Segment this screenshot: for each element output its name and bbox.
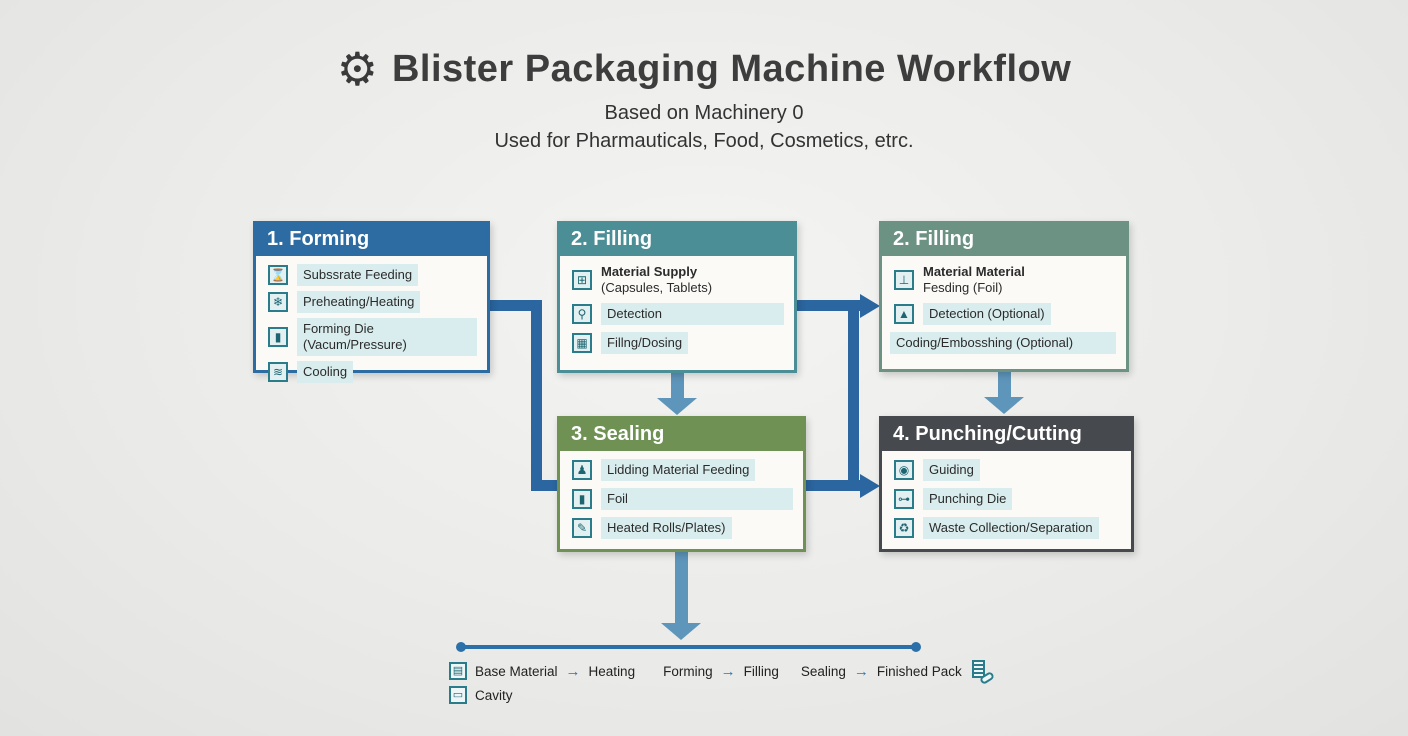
item-label: Waste Collection/Separation	[923, 517, 1099, 539]
timeline-row-1: ▤ Base Material → Heating Forming → Fill…	[449, 660, 995, 686]
forming-die-icon: ▮	[268, 327, 288, 347]
box-filling: 2. Filling ⊞ Material Supply(Capsules, T…	[557, 221, 797, 373]
connector-sealing-to-punching	[806, 480, 861, 491]
heated-rolls-icon: ✎	[572, 518, 592, 538]
box-forming-header: 1. Forming	[255, 223, 488, 256]
item-label: Foil	[601, 488, 793, 510]
punching-die-icon: ⊶	[894, 489, 914, 509]
box-sealing: 3. Sealing ♟ Lidding Material Feeding ▮ …	[557, 416, 806, 552]
title-block: ⚙ Blister Packaging Machine Workflow	[0, 46, 1408, 92]
connector-forming-down	[531, 300, 542, 491]
connector-filling-to-filling2	[797, 300, 861, 311]
item-waste-collection: ♻ Waste Collection/Separation	[894, 517, 1121, 539]
arrow-filling-to-sealing-head	[657, 398, 697, 415]
page-title: Blister Packaging Machine Workflow	[391, 47, 1072, 90]
arrow-right-icon: →	[565, 662, 581, 680]
arrow-filling-to-sealing-shaft	[671, 373, 684, 399]
box-punching: 4. Punching/Cutting ◉ Guiding ⊶ Punching…	[879, 416, 1134, 552]
timeline-label-heating: Heating	[588, 663, 636, 679]
connector-forming-right	[490, 300, 542, 311]
finished-pack-icon	[970, 660, 995, 686]
timeline-dot-left	[456, 642, 466, 652]
substrate-roll-icon: ⌛	[268, 265, 288, 285]
item-material-supply: ⊞ Material Supply(Capsules, Tablets)	[572, 264, 784, 296]
item-label: Guiding	[923, 459, 980, 481]
item-label: Preheating/Heating	[297, 291, 421, 313]
item-heated-rolls: ✎ Heated Rolls/Plates)	[572, 517, 793, 539]
heating-icon: ❄	[268, 292, 288, 312]
detection-optional-icon: ▲	[894, 304, 914, 324]
arrowhead-into-punching	[860, 474, 880, 498]
item-preheating: ❄ Preheating/Heating	[268, 291, 477, 313]
timeline-label-filling: Filling	[743, 663, 779, 679]
timeline-label-cavity: Cavity	[475, 687, 513, 703]
item-guiding: ◉ Guiding	[894, 459, 1121, 481]
gear-icon: ⚙	[336, 43, 378, 95]
arrow-right-icon: →	[853, 662, 869, 680]
item-label: Detection (Optional)	[923, 303, 1051, 325]
timeline-dot-right	[911, 642, 921, 652]
subtitle-usage: Used for Pharmauticals, Food, Cosmetics,…	[494, 130, 914, 152]
subtitle-machinery: Based on Machinery 0	[604, 102, 804, 124]
item-foil: ▮ Foil	[572, 488, 793, 510]
item-label: Punching Die	[923, 488, 1013, 510]
connector-branch-down	[848, 300, 859, 491]
item-label: Material Supply(Capsules, Tablets)	[601, 264, 713, 295]
box-filling2-header: 2. Filling	[881, 223, 1127, 256]
item-filling-dosing: ▦ Fillng/Dosing	[572, 332, 784, 354]
timeline-label-finished-pack: Finished Pack	[876, 663, 962, 679]
item-label: Detection	[601, 303, 784, 325]
foil-feeding-icon: ⊥	[894, 270, 914, 290]
arrow-filling2-to-punching-head	[984, 397, 1024, 414]
item-substrate-feeding: ⌛ Subssrate Feeding	[268, 264, 477, 286]
waste-icon: ♻	[894, 518, 914, 538]
arrow-sealing-to-timeline-shaft	[675, 552, 688, 624]
cooling-icon: ≋	[268, 362, 288, 382]
item-label: Lidding Material Feeding	[601, 459, 756, 481]
item-label: Fillng/Dosing	[601, 332, 689, 354]
arrow-filling2-to-punching-shaft	[998, 372, 1011, 398]
box-punching-header: 4. Punching/Cutting	[881, 418, 1132, 451]
box-filling-header: 2. Filling	[559, 223, 795, 256]
detection-icon: ⚲	[572, 304, 592, 324]
item-label: Subssrate Feeding	[297, 264, 419, 286]
dosing-grid-icon: ▦	[572, 333, 592, 353]
box-sealing-header: 3. Sealing	[559, 418, 804, 451]
cavity-icon: ▭	[449, 686, 467, 704]
item-forming-die: ▮ Forming Die (Vacum/Pressure)	[268, 318, 477, 356]
item-punching-die: ⊶ Punching Die	[894, 488, 1121, 510]
timeline-row-2: ▭ Cavity	[449, 684, 513, 706]
blister-card-icon	[971, 660, 985, 678]
item-label: Heated Rolls/Plates)	[601, 517, 732, 539]
box-forming: 1. Forming ⌛ Subssrate Feeding ❄ Preheat…	[253, 221, 490, 383]
item-cooling: ≋ Cooling	[268, 361, 477, 383]
item-lidding-feeding: ♟ Lidding Material Feeding	[572, 459, 793, 481]
base-material-icon: ▤	[449, 662, 467, 680]
timeline-line	[460, 645, 917, 649]
item-label: Cooling	[297, 361, 354, 383]
item-label: Coding/Embosshing (Optional)	[890, 332, 1116, 354]
lidding-feeding-icon: ♟	[572, 460, 592, 480]
foil-icon: ▮	[572, 489, 592, 509]
material-supply-icon: ⊞	[572, 270, 592, 290]
item-coding-embossing: Coding/Embosshing (Optional)	[890, 332, 1116, 354]
arrowhead-into-filling2	[860, 294, 880, 318]
arrow-sealing-to-timeline-head	[661, 623, 701, 640]
connector-into-sealing	[531, 480, 559, 491]
timeline-label-base-material: Base Material	[475, 663, 558, 679]
timeline-label-sealing: Sealing	[800, 663, 846, 679]
item-detection-optional: ▲ Detection (Optional)	[894, 303, 1116, 325]
guiding-icon: ◉	[894, 460, 914, 480]
item-detection: ⚲ Detection	[572, 303, 784, 325]
item-label: Forming Die (Vacum/Pressure)	[297, 318, 477, 356]
timeline-label-forming: Forming	[663, 663, 713, 679]
arrow-right-icon: →	[720, 662, 736, 680]
